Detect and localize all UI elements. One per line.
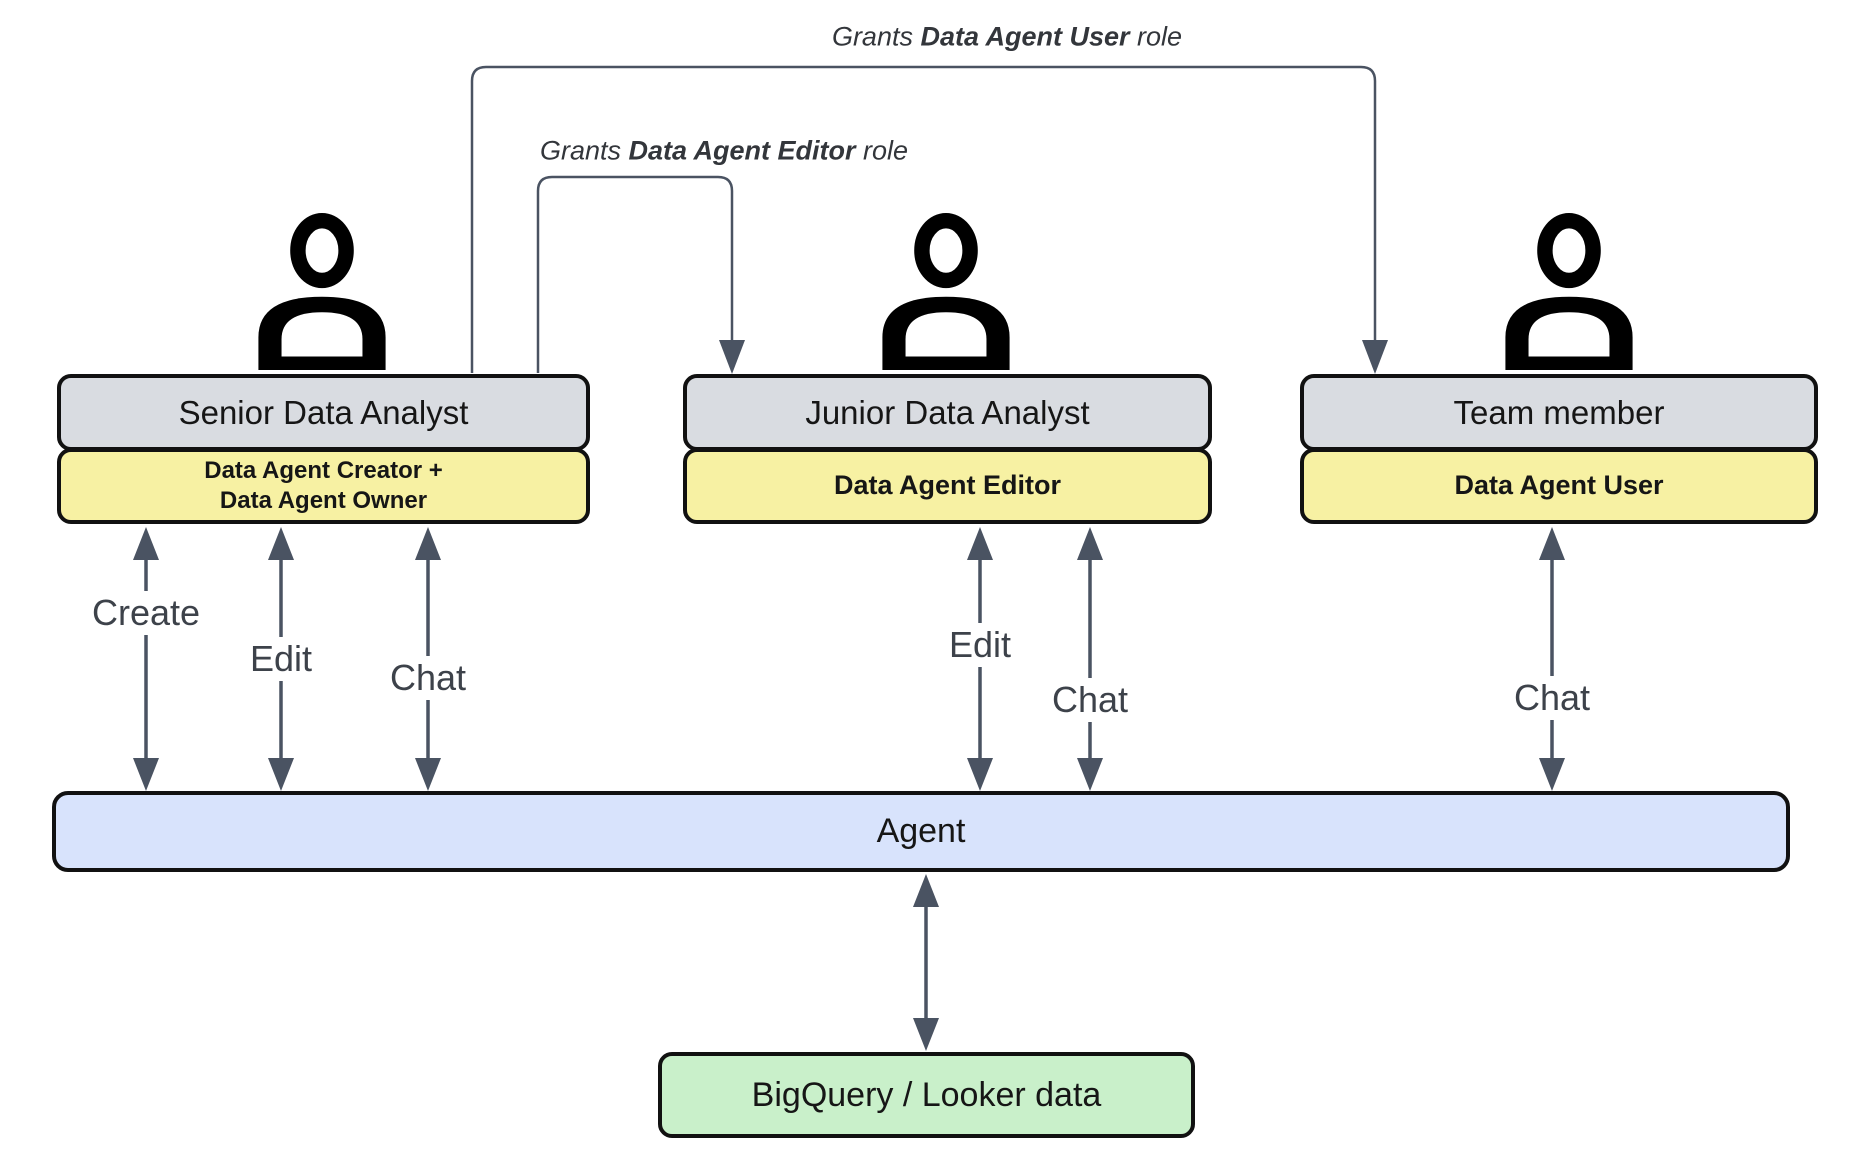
datasource-label: BigQuery / Looker data	[751, 1075, 1102, 1114]
team-person-icon	[1505, 212, 1633, 370]
junior-chat-arrow	[1077, 527, 1103, 791]
create-label: Create	[85, 591, 207, 635]
team-chat-arrow	[1539, 527, 1565, 791]
senior-role-line-1: Data Agent Creator +	[204, 457, 443, 484]
team-member-title: Team member	[1453, 393, 1665, 431]
grant-editor-role-name: Data Agent Editor	[628, 135, 856, 166]
grant-user-arrowhead	[1362, 340, 1388, 374]
grant-editor-label: Grants Data Agent Editor role	[540, 136, 908, 167]
junior-chat-label: Chat	[1045, 678, 1135, 722]
agent-bar: Agent	[52, 791, 1790, 872]
senior-role-line-2: Data Agent Owner	[219, 487, 428, 514]
senior-edit-label: Edit	[243, 637, 319, 681]
junior-person-icon	[882, 212, 1010, 370]
agent-label: Agent	[876, 812, 966, 850]
grant-user-suffix: role	[1129, 21, 1183, 52]
team-chat-label: Chat	[1507, 676, 1597, 720]
grant-editor-prefix: Grants	[539, 135, 629, 166]
junior-analyst-title: Junior Data Analyst	[805, 393, 1090, 431]
junior-role-line-1: Data Agent Editor	[833, 470, 1061, 501]
grant-user-label: Grants Data Agent User role	[832, 22, 1182, 53]
agent-datasource-arrow	[913, 874, 939, 1051]
grant-user-prefix: Grants	[831, 21, 921, 52]
junior-edit-label: Edit	[942, 623, 1018, 667]
senior-person-icon	[258, 212, 386, 370]
senior-chat-label: Chat	[383, 656, 473, 700]
team-role-line-1: Data Agent User	[1454, 470, 1664, 501]
team-member-role-box: Data Agent User	[1300, 448, 1818, 524]
senior-analyst-role-box: Data Agent Creator + Data Agent Owner	[57, 448, 590, 524]
grant-editor-suffix: role	[855, 135, 909, 166]
grant-user-connector	[470, 65, 1377, 373]
junior-analyst-box: Junior Data Analyst	[683, 374, 1212, 451]
junior-analyst-role-box: Data Agent Editor	[683, 448, 1212, 524]
senior-analyst-box: Senior Data Analyst	[57, 374, 590, 451]
grant-editor-arrowhead	[719, 340, 745, 374]
senior-analyst-title: Senior Data Analyst	[178, 393, 469, 431]
datasource-box: BigQuery / Looker data	[658, 1052, 1195, 1138]
team-member-box: Team member	[1300, 374, 1818, 451]
create-arrow	[133, 527, 159, 791]
grant-editor-connector	[536, 175, 734, 373]
grant-user-role-name: Data Agent User	[920, 21, 1130, 52]
